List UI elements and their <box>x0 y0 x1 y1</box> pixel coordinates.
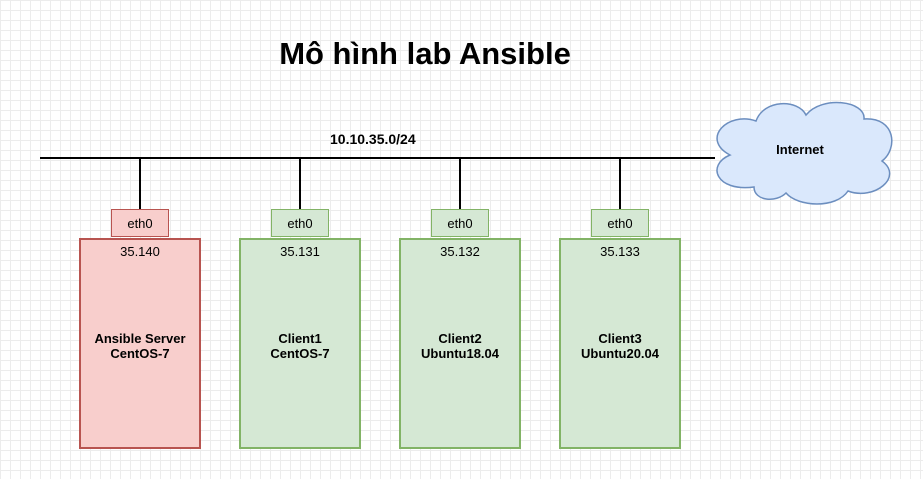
host-name: Client1 <box>278 331 322 346</box>
host-name: Ansible Server <box>94 331 186 346</box>
host-os: CentOS-7 <box>270 346 330 361</box>
host-os: Ubuntu20.04 <box>580 346 659 361</box>
drop-line-ansible-server <box>139 158 141 209</box>
interface-client2: eth0 <box>431 209 489 237</box>
network-bus-line <box>40 157 715 159</box>
internet-cloud-icon <box>716 101 893 205</box>
drop-line-client3 <box>619 158 621 209</box>
subnet-label: 10.10.35.0/24 <box>330 131 416 147</box>
internet-label: Internet <box>776 142 824 157</box>
host-name: Client2 <box>438 331 482 346</box>
interface-client3: eth0 <box>591 209 649 237</box>
host-ansible-server: 35.140 Ansible Server CentOS-7 <box>79 238 201 449</box>
host-ip: 35.140 <box>120 244 160 259</box>
host-client3: 35.133 Client3 Ubuntu20.04 <box>559 238 681 449</box>
diagram-title: Mô hình lab Ansible <box>279 36 571 71</box>
host-os: Ubuntu18.04 <box>420 346 499 361</box>
interface-client1: eth0 <box>271 209 329 237</box>
host-ip: 35.131 <box>280 244 320 259</box>
host-client1: 35.131 Client1 CentOS-7 <box>239 238 361 449</box>
host-ip: 35.132 <box>440 244 480 259</box>
host-client2: 35.132 Client2 Ubuntu18.04 <box>399 238 521 449</box>
interface-ansible-server: eth0 <box>111 209 169 237</box>
drop-line-client2 <box>459 158 461 209</box>
host-ip: 35.133 <box>600 244 640 259</box>
host-name: Client3 <box>598 331 642 346</box>
drop-line-client1 <box>299 158 301 209</box>
host-os: CentOS-7 <box>110 346 170 361</box>
